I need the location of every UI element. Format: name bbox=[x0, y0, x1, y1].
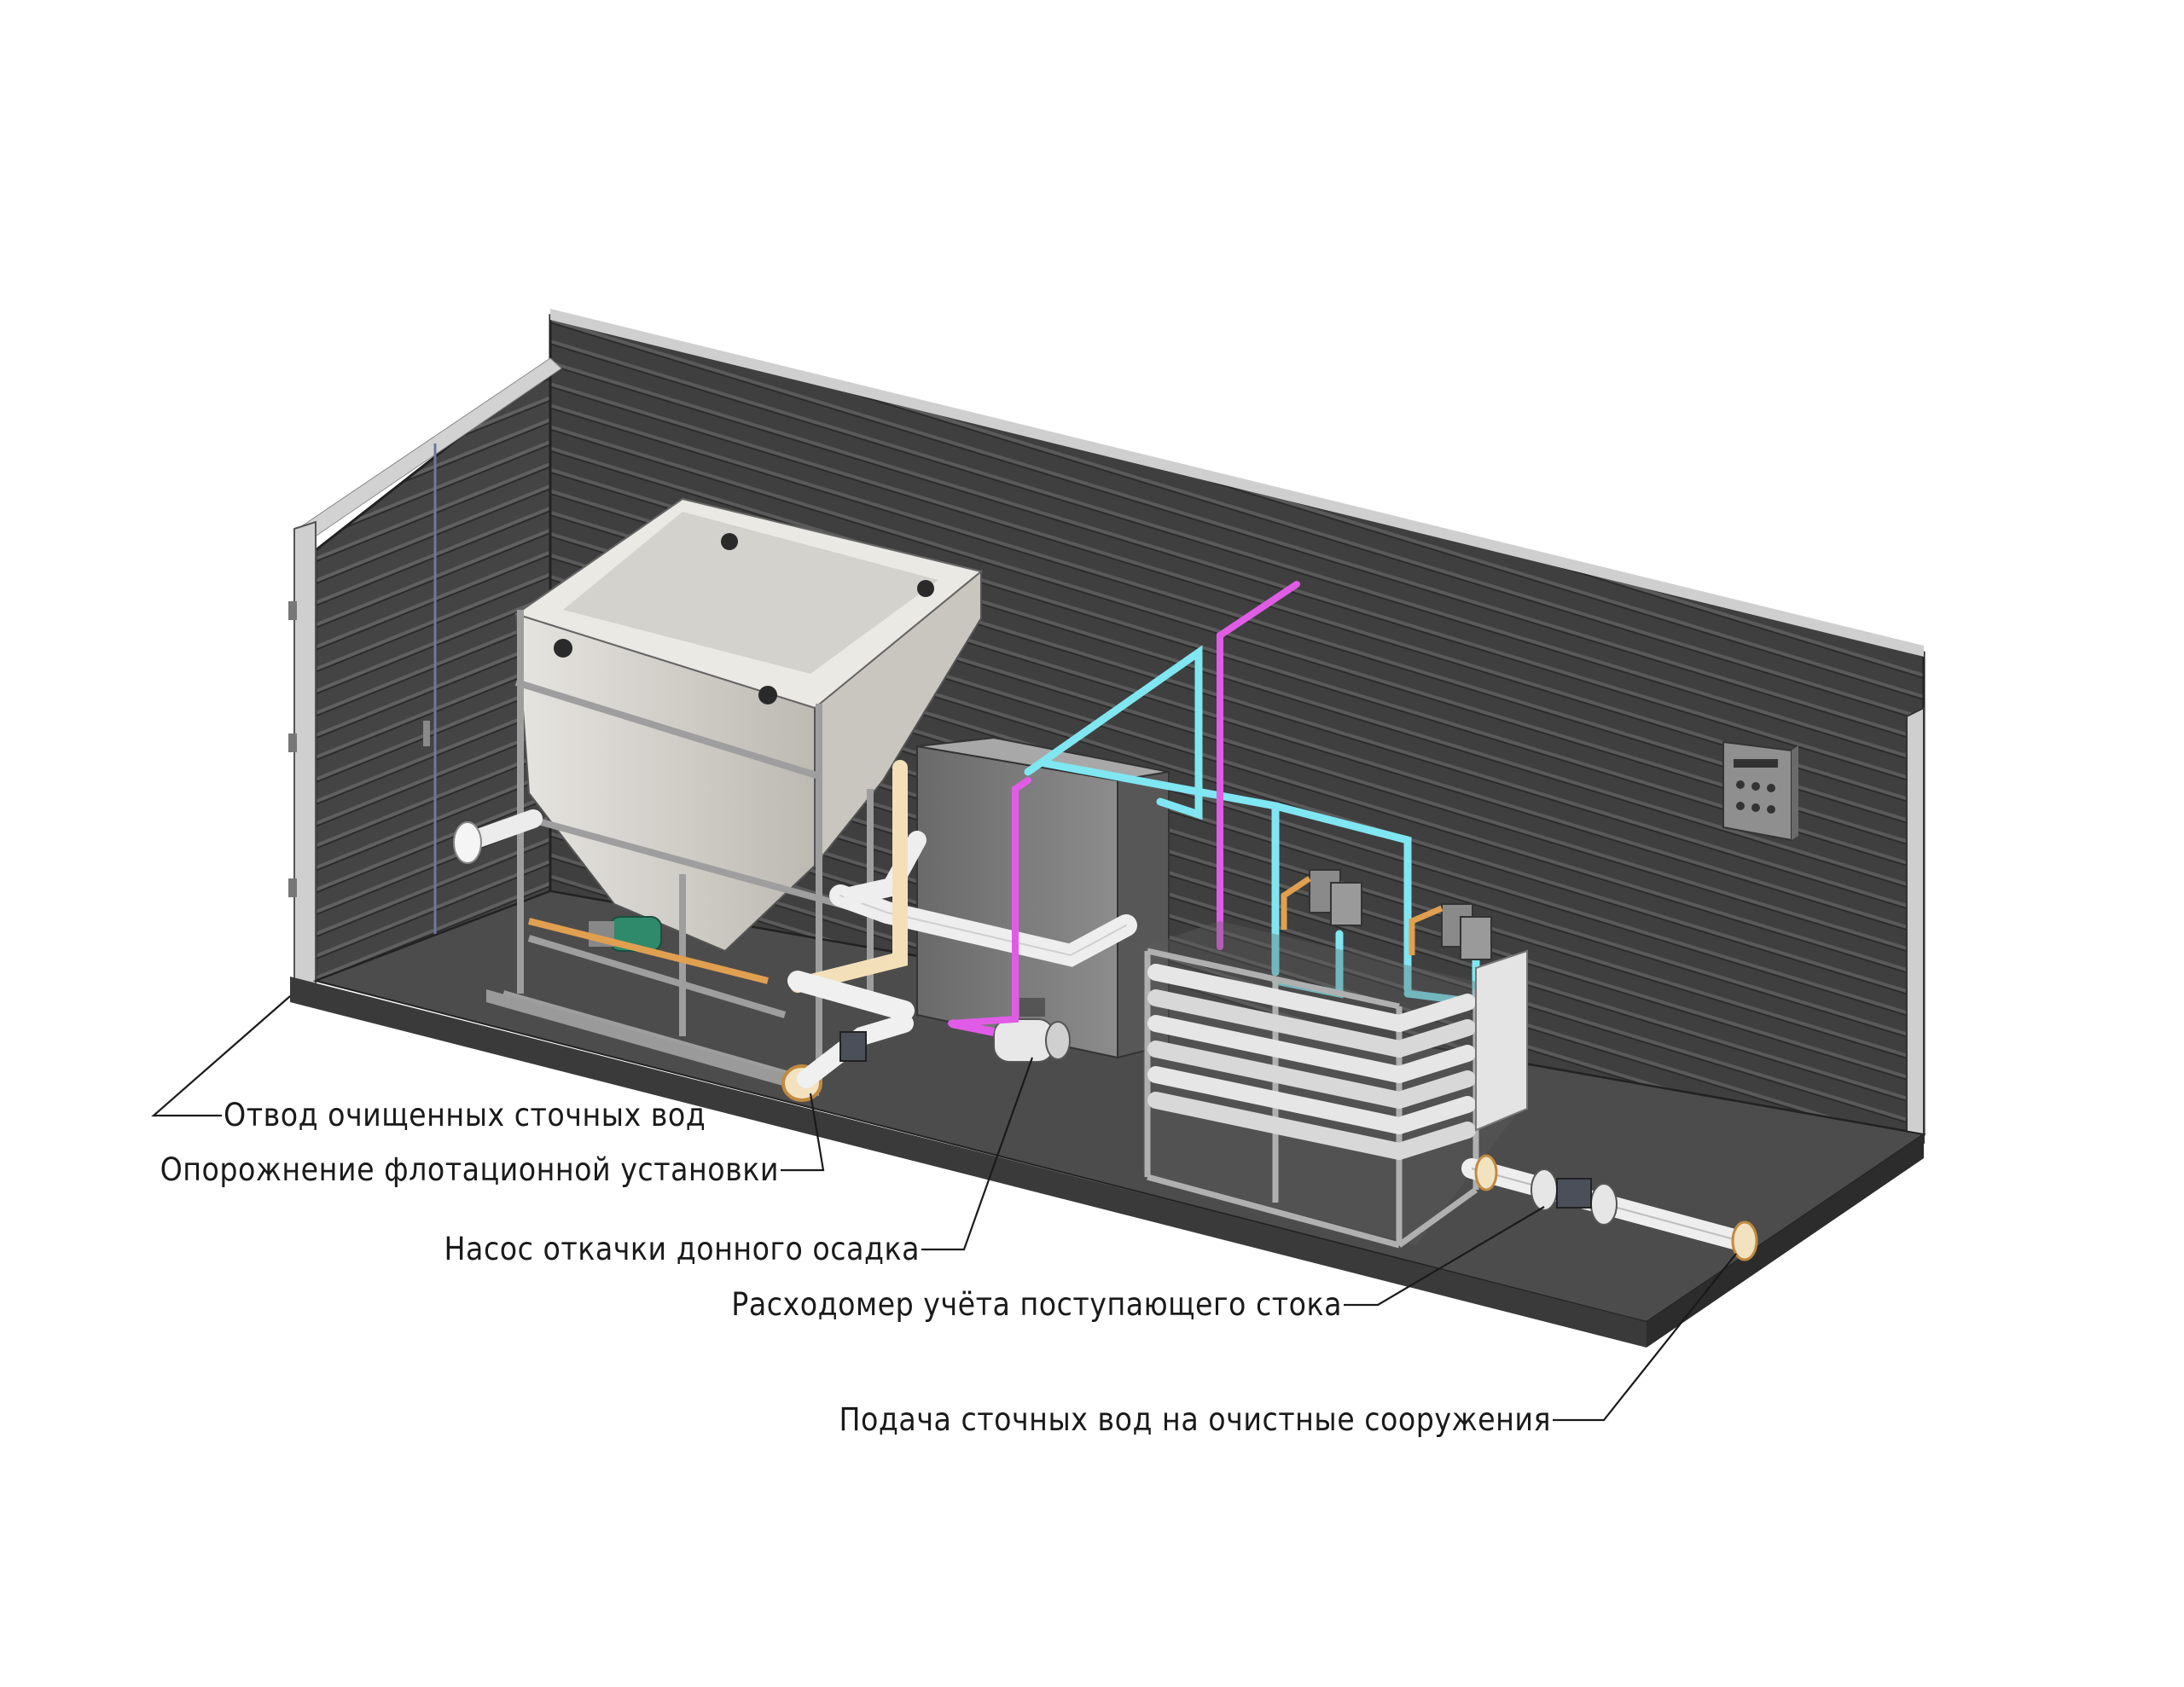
inlet-line bbox=[1461, 1154, 1758, 1261]
leader-sludge-pump bbox=[921, 1057, 1034, 1251]
process-pipes bbox=[781, 760, 1137, 1102]
callout-labels: Отвод очищенных сточных вод Опорожнение … bbox=[160, 1097, 1551, 1438]
callout-sludge-pump: Насос откачки донного осадка bbox=[444, 1231, 920, 1267]
outlet-pipe bbox=[453, 809, 543, 864]
hinge bbox=[288, 878, 297, 897]
back-wall-cap bbox=[550, 309, 1924, 657]
leader-lines bbox=[151, 995, 1737, 1422]
gauge-icon bbox=[758, 686, 777, 704]
gauge-icon bbox=[721, 533, 738, 550]
leader-flotation-drain bbox=[781, 1093, 825, 1172]
outlet-flange bbox=[453, 821, 482, 864]
left-wall bbox=[314, 363, 552, 983]
magenta-piping bbox=[948, 581, 1300, 1027]
callout-wastewater-inlet: Подача сточных вод на очистные сооружени… bbox=[839, 1401, 1552, 1438]
leader-treated-outlet bbox=[151, 995, 291, 1117]
floor-edge-right bbox=[1647, 1134, 1924, 1348]
floor-edge-front bbox=[290, 977, 1647, 1348]
hinge bbox=[288, 601, 297, 620]
flowmeter-body bbox=[1556, 1178, 1592, 1209]
tank-frame bbox=[502, 610, 874, 1087]
door-handle bbox=[423, 721, 430, 746]
callout-treated-outlet: Отвод очищенных сточных вод bbox=[224, 1097, 706, 1133]
hinge bbox=[288, 733, 297, 752]
right-end-post bbox=[1906, 706, 1925, 1149]
leader-wastewater-inlet bbox=[1553, 1253, 1737, 1422]
rack-motors bbox=[1281, 869, 1492, 960]
tank-inner-back bbox=[563, 512, 938, 674]
gauge-icon bbox=[917, 580, 934, 597]
membrane-tubes bbox=[1147, 964, 1476, 1160]
callout-flowmeter: Расходомер учёта поступающего стока bbox=[731, 1286, 1342, 1323]
flotation-unit bbox=[486, 497, 984, 1096]
control-panel bbox=[1722, 740, 1798, 842]
door-frame bbox=[293, 520, 317, 1000]
tank-skid bbox=[486, 989, 819, 1096]
inlet-flange bbox=[1731, 1220, 1758, 1261]
callout-flotation-drain: Опорожнение флотационной установки bbox=[160, 1151, 779, 1188]
gauge-icon bbox=[554, 639, 572, 658]
drain-valve bbox=[839, 1031, 867, 1062]
pipe-orange bbox=[528, 918, 769, 984]
flowmeter-flange bbox=[1590, 1183, 1618, 1226]
flowmeter-flange bbox=[1531, 1168, 1558, 1211]
treatment-rack bbox=[1143, 869, 1528, 1249]
leader-flowmeter bbox=[1344, 1206, 1545, 1307]
storage-tank bbox=[1475, 949, 1528, 1132]
